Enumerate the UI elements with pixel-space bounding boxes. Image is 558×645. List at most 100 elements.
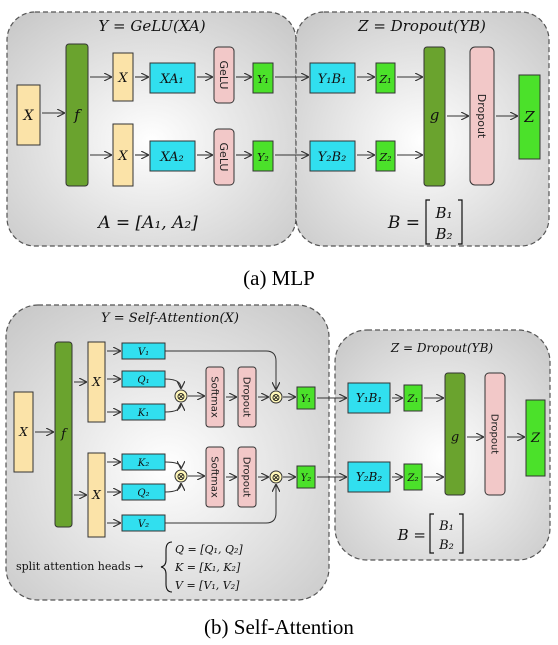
attn-v2-label: V₂ xyxy=(138,519,149,530)
mlp-z2-block xyxy=(375,140,396,172)
mlp-a-equation: A = [A₁, A₂] xyxy=(96,213,198,233)
attn-y1b1-block xyxy=(347,382,391,414)
attn-softmax-top-label: Softmax xyxy=(209,376,220,418)
attn-k-equation: K = [K₁, K₂] xyxy=(174,561,241,574)
mlp-xa1-label: XA₁ xyxy=(159,72,183,87)
attn-otimes-bottom-qk-glyph: ⊗ xyxy=(176,470,185,483)
mlp-y2b2-label: Y₂B₂ xyxy=(318,150,347,165)
attn-dropout-block xyxy=(484,372,506,496)
mlp-dropout-label: Dropout xyxy=(475,94,488,139)
attn-k2-label: K₂ xyxy=(137,458,149,469)
attn-otimes-top-v-glyph: ⊗ xyxy=(271,391,280,404)
attn-f-label: f xyxy=(60,427,68,442)
mlp-y1-block xyxy=(252,62,274,94)
mlp-diagram: Y = GeLU(XA) Z = Dropout(YB) X f X X XA₁… xyxy=(6,11,550,290)
mlp-z-output-label: Z xyxy=(523,108,535,126)
attn-x-input-label: X xyxy=(18,425,28,439)
attn-otimes-top-v xyxy=(269,390,283,404)
attn-dropout-top-label: Dropout xyxy=(241,377,252,418)
mlp-f-block xyxy=(65,43,89,187)
mlp-y1b1-block xyxy=(309,62,356,94)
mlp-g-label: g xyxy=(430,106,440,124)
attn-z-output-block xyxy=(525,399,546,477)
attn-arrows xyxy=(35,351,524,523)
attn-dropout-bottom-block xyxy=(237,446,257,508)
attn-title-right: Z = Dropout(YB) xyxy=(390,341,493,355)
attn-x-top-block xyxy=(87,341,106,423)
mlp-y2-block xyxy=(252,140,274,172)
mlp-x-input-block xyxy=(16,84,41,146)
mlp-title-left: Y = GeLU(XA) xyxy=(98,17,205,35)
attn-y1b1-label: Y₁B₁ xyxy=(356,391,382,405)
mlp-x-top-block xyxy=(112,52,134,102)
mlp-xa2-label: XA₂ xyxy=(159,150,183,165)
attn-b-matrix-b2: B₂ xyxy=(438,538,454,553)
attn-x-input-block xyxy=(13,391,34,473)
attn-otimes-bottom-qk xyxy=(174,469,188,483)
attn-z2-block xyxy=(403,463,423,491)
attn-b-matrix-b1: B₁ xyxy=(438,519,454,534)
mlp-z1-block xyxy=(375,62,396,94)
attn-y1-block xyxy=(296,386,316,410)
attn-x-bottom-label: X xyxy=(91,488,101,502)
mlp-xa2-block xyxy=(149,140,196,172)
mlp-gelu-bottom-label: GeLU xyxy=(217,143,230,172)
attn-split-heads-label: split attention heads → xyxy=(16,560,143,573)
mlp-x-bottom-label: X xyxy=(117,149,128,164)
mlp-right-panel xyxy=(295,11,550,247)
mlp-z-output-block xyxy=(518,74,541,160)
mlp-g-block xyxy=(423,46,446,187)
mlp-y2-label: Y₂ xyxy=(257,151,269,164)
mlp-b-matrix-bracket-left xyxy=(425,199,430,245)
attn-x-top-label: X xyxy=(91,375,101,389)
attn-v1-label: V₁ xyxy=(138,347,149,358)
attention-caption: (b) Self-Attention xyxy=(204,615,354,639)
mlp-b-equation-prefix: B = xyxy=(387,213,420,233)
attn-y2b2-label: Y₂B₂ xyxy=(356,470,383,484)
mlp-y1b1-label: Y₁B₁ xyxy=(318,72,347,87)
mlp-dropout-block xyxy=(469,46,495,186)
attn-split-heads-brace xyxy=(160,541,173,593)
attn-y2-label: Y₂ xyxy=(301,473,312,484)
attn-otimes-top-qk xyxy=(174,389,188,403)
attn-softmax-bottom-block xyxy=(205,446,225,508)
mlp-z1-label: Z₁ xyxy=(378,73,391,86)
mlp-z2-label: Z₂ xyxy=(378,151,391,164)
attn-dropout-label: Dropout xyxy=(489,414,500,455)
attn-q2-label: Q₂ xyxy=(137,488,149,499)
attention-diagram: Y = Self-Attention(X) Z = Dropout(YB) X … xyxy=(5,304,551,639)
mlp-gelu-bottom-block xyxy=(213,128,235,186)
mlp-gelu-top-label: GeLU xyxy=(217,61,230,90)
attn-softmax-bottom-label: Softmax xyxy=(209,456,220,498)
mlp-b-matrix-b2: B₂ xyxy=(434,225,452,243)
attn-z1-label: Z₁ xyxy=(407,394,419,405)
attn-k1-label: K₁ xyxy=(137,408,149,419)
attn-q-equation: Q = [Q₁, Q₂] xyxy=(175,543,243,556)
attn-v-equation: V = [V₁, V₂] xyxy=(175,579,240,592)
attn-softmax-top-block xyxy=(205,366,225,428)
attn-g-block xyxy=(444,372,466,496)
mlp-y2b2-block xyxy=(309,140,356,172)
attn-z2-label: Z₂ xyxy=(407,473,419,484)
attn-otimes-top-qk-glyph: ⊗ xyxy=(176,390,185,403)
attn-y1-label: Y₁ xyxy=(301,394,312,405)
attn-otimes-bottom-v xyxy=(269,470,283,484)
attn-g-label: g xyxy=(451,430,459,445)
attn-b-equation-prefix: B = xyxy=(397,526,426,544)
mlp-y1-label: Y₁ xyxy=(257,73,269,86)
mlp-arrows xyxy=(42,77,517,155)
mlp-title-right: Z = Dropout(YB) xyxy=(357,17,486,35)
attn-b-matrix-bracket-left xyxy=(429,513,434,554)
mlp-gelu-top-block xyxy=(213,46,235,104)
mlp-left-panel xyxy=(6,11,297,247)
attn-dropout-top-block xyxy=(237,366,257,428)
mlp-xa1-block xyxy=(149,62,196,94)
attn-q1-label: Q₁ xyxy=(137,375,149,386)
attn-x-bottom-block xyxy=(87,452,106,538)
mlp-b-matrix-bracket-right xyxy=(458,199,463,245)
attn-title-left: Y = Self-Attention(X) xyxy=(101,311,239,326)
mlp-b-matrix-b1: B₁ xyxy=(434,204,452,222)
mlp-f-label: f xyxy=(73,106,82,124)
mlp-caption: (a) MLP xyxy=(243,266,315,290)
